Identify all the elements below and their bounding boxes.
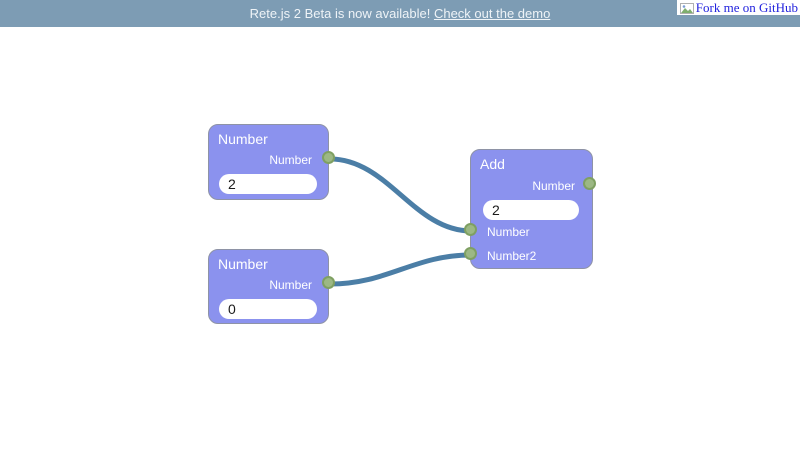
node-title: Number — [218, 256, 268, 272]
node-number-2[interactable]: Number Number — [208, 249, 335, 324]
banner-message: Rete.js 2 Beta is now available! — [249, 6, 434, 21]
output-socket[interactable] — [322, 276, 335, 289]
number-value-input[interactable] — [219, 174, 317, 194]
announcement-banner: Rete.js 2 Beta is now available! Check o… — [0, 0, 800, 27]
output-socket[interactable] — [322, 151, 335, 164]
github-ribbon-label: Fork me on GitHub — [695, 0, 798, 15]
number-value-input[interactable] — [219, 299, 317, 319]
node-title: Number — [218, 131, 268, 147]
output-label: Number — [269, 278, 312, 292]
input-label-number: Number — [487, 225, 530, 239]
output-socket[interactable] — [583, 177, 596, 190]
node-title: Add — [480, 156, 505, 172]
node-number-1[interactable]: Number Number — [208, 124, 335, 200]
add-value-input[interactable] — [483, 200, 579, 220]
input-socket-number[interactable] — [464, 223, 477, 236]
output-label: Number — [532, 179, 575, 193]
node-editor-canvas[interactable] — [0, 27, 800, 450]
output-label: Number — [269, 153, 312, 167]
input-socket-number2[interactable] — [464, 247, 477, 260]
input-label-number2: Number2 — [487, 249, 537, 263]
github-ribbon-link[interactable]: Fork me on GitHub — [676, 0, 800, 15]
node-add[interactable]: Add Number Number Number2 — [464, 149, 596, 269]
banner-demo-link[interactable]: Check out the demo — [433, 6, 551, 21]
broken-image-icon — [679, 2, 694, 14]
